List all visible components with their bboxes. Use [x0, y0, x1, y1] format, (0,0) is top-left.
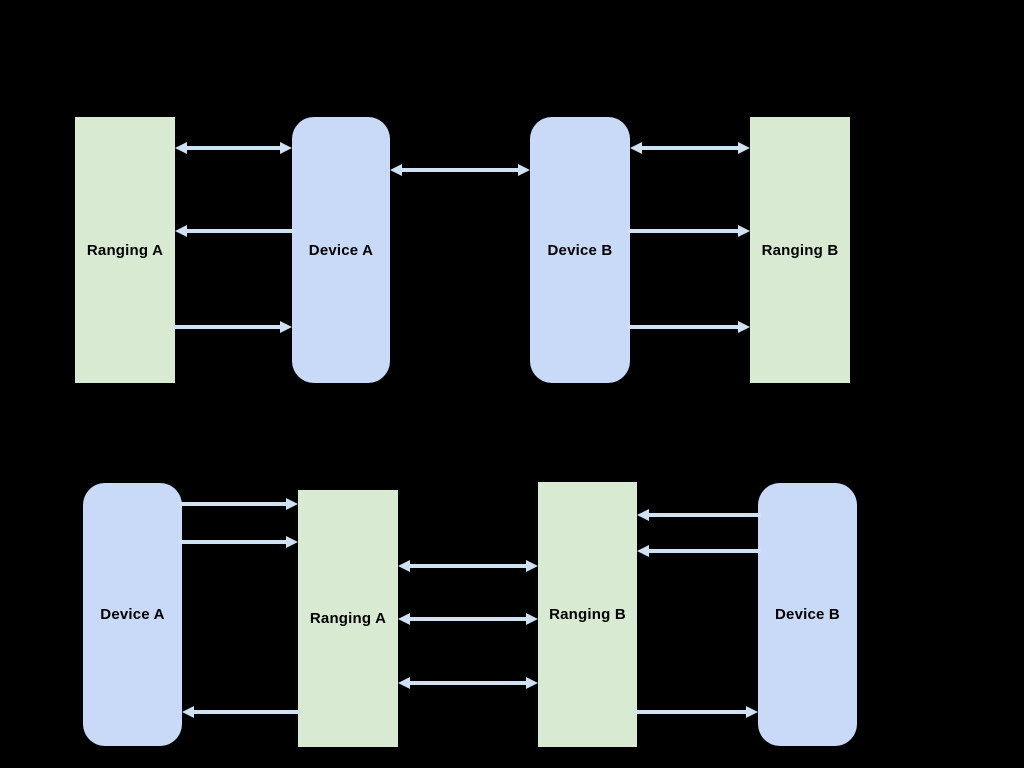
arrow-top-device-a-to-top-ranging-a	[175, 225, 295, 237]
arrow-bottom-device-a-to-bottom-ranging-a	[179, 498, 298, 510]
box-label-bottom-device-a: Device A	[100, 606, 165, 623]
box-bottom-ranging-b: Ranging B	[538, 482, 637, 747]
arrow-bottom-ranging-a-to-bottom-ranging-b-bidirectional	[398, 677, 538, 689]
box-label-top-ranging-a: Ranging A	[86, 241, 164, 259]
arrow-bottom-ranging-a-to-bottom-ranging-b-bidirectional	[398, 613, 538, 625]
arrow-bottom-device-a-to-bottom-ranging-a	[179, 536, 298, 548]
box-top-ranging-a: Ranging A	[75, 117, 175, 383]
box-bottom-ranging-a: Ranging A	[298, 490, 398, 747]
box-label-top-ranging-b: Ranging B	[761, 241, 839, 259]
box-top-device-b: Device B	[530, 117, 630, 383]
box-label-top-device-a: Device A	[308, 241, 374, 259]
arrow-top-device-b-to-top-ranging-b	[627, 321, 750, 333]
box-bottom-device-b: Device B	[758, 483, 857, 746]
arrow-bottom-ranging-a-to-bottom-ranging-b-bidirectional	[398, 560, 538, 572]
arrow-bottom-ranging-a-to-bottom-device-a	[182, 706, 301, 718]
arrow-bottom-device-b-to-bottom-ranging-b	[637, 509, 761, 521]
box-label-bottom-device-b: Device B	[775, 606, 840, 623]
box-bottom-device-a: Device A	[83, 483, 182, 746]
arrow-top-device-b-to-top-ranging-b	[627, 225, 750, 237]
box-label-bottom-ranging-b: Ranging B	[549, 606, 626, 623]
box-label-bottom-ranging-a: Ranging A	[309, 610, 387, 627]
arrow-top-ranging-a-to-top-device-a	[172, 321, 292, 333]
arrow-bottom-ranging-b-to-bottom-device-b	[634, 706, 758, 718]
arrow-bottom-device-b-to-bottom-ranging-b	[637, 545, 761, 557]
arrow-top-device-a-to-top-device-b-bidirectional	[390, 164, 530, 176]
box-top-device-a: Device A	[292, 117, 390, 383]
arrow-top-device-b-to-top-ranging-b-bidirectional	[630, 142, 750, 154]
box-top-ranging-b: Ranging B	[750, 117, 850, 383]
box-label-top-device-b: Device B	[547, 241, 613, 259]
arrow-top-device-a-to-top-ranging-a-bidirectional	[175, 142, 292, 154]
